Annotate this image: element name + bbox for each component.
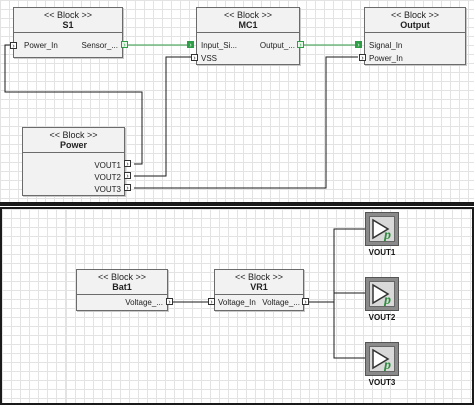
port-arrow-icon[interactable]: › xyxy=(208,298,215,306)
wire-vout1-to-s1 xyxy=(4,44,143,165)
port-arrow-icon[interactable]: › xyxy=(302,298,309,306)
probe-label: VOUT3 xyxy=(368,378,396,387)
block-mc1[interactable]: << Block >> MC1 Input_Si... VSS Output_.… xyxy=(196,7,300,65)
wire-vout2-to-mc1 xyxy=(134,56,192,177)
block-stereotype: << Block >> xyxy=(223,10,273,20)
block-name: Output xyxy=(400,20,430,30)
probe-triangle-icon: p xyxy=(372,218,391,243)
port-arrow-icon[interactable]: › xyxy=(124,184,131,192)
probe-label: VOUT1 xyxy=(368,248,396,257)
port-vout2[interactable]: VOUT2 xyxy=(94,173,121,182)
probe-vout2[interactable]: p xyxy=(365,277,399,311)
wire-vr1-to-vout1 xyxy=(305,228,366,303)
block-name: S1 xyxy=(62,20,74,30)
block-stereotype: << Block >> xyxy=(97,272,147,282)
probe-vout1[interactable]: p xyxy=(365,212,399,246)
probe-triangle-icon: p xyxy=(372,348,391,373)
probe-p-icon: p xyxy=(369,346,395,373)
probe-letter: p xyxy=(383,358,391,371)
block-bat1[interactable]: << Block >> Bat1 Voltage_... xyxy=(76,269,168,311)
port-voltage-out[interactable]: Voltage_... xyxy=(125,298,163,307)
block-vr1[interactable]: << Block >> VR1 Voltage_In Voltage_... xyxy=(214,269,304,311)
block-s1[interactable]: << Block >> S1 Power_In Sensor_... xyxy=(13,7,123,58)
port-power-in[interactable]: Power_In xyxy=(24,41,58,50)
probe-vout3[interactable]: p xyxy=(365,342,399,376)
port-arrow-icon[interactable]: › xyxy=(297,41,304,49)
port-arrow-icon[interactable]: › xyxy=(166,298,173,306)
wire-vr1-to-vout3 xyxy=(333,302,366,359)
block-output[interactable]: << Block >> Output Signal_In Power_In xyxy=(364,7,466,65)
port-vss[interactable]: VSS xyxy=(201,54,218,63)
block-name: VR1 xyxy=(250,282,268,292)
probe-p-icon: p xyxy=(369,281,395,308)
wire-vout3-to-output xyxy=(134,56,358,189)
port-power-in[interactable]: Power_In xyxy=(369,54,403,63)
block-stereotype: << Block >> xyxy=(49,130,98,140)
block-stereotype: << Block >> xyxy=(390,10,440,20)
bottom-connections xyxy=(172,228,366,359)
panel-divider xyxy=(0,202,474,206)
port-sensor[interactable]: Sensor_... xyxy=(81,41,118,50)
port-arrow-icon[interactable]: › xyxy=(124,172,131,180)
port-vout1[interactable]: VOUT1 xyxy=(94,161,121,170)
port-vout3[interactable]: VOUT3 xyxy=(94,185,121,194)
block-stereotype: << Block >> xyxy=(43,10,93,20)
probe-letter: p xyxy=(383,228,391,241)
port-input-signal[interactable]: Input_Si... xyxy=(201,41,238,50)
block-power[interactable]: << Block >> Power VOUT1 VOUT2 VOUT3 xyxy=(22,127,125,196)
block-name: Power xyxy=(59,140,87,150)
port-arrow-icon[interactable]: › xyxy=(191,54,198,62)
port-signal-in[interactable]: Signal_In xyxy=(369,41,403,50)
probe-triangle-icon: p xyxy=(372,283,391,308)
port-arrow-icon[interactable]: › xyxy=(124,160,131,168)
bottom-diagram-canvas[interactable]: << Block >> Bat1 Voltage_... › << Block … xyxy=(0,207,474,405)
probe-letter: p xyxy=(383,293,391,306)
block-name: Bat1 xyxy=(112,282,132,292)
probe-p-icon: p xyxy=(369,216,395,243)
top-connections xyxy=(4,44,358,189)
port-arrow-icon[interactable]: › xyxy=(355,41,362,49)
top-diagram-canvas[interactable]: << Block >> S1 Power_In Sensor_... › › <… xyxy=(0,0,474,203)
port-arrow-icon[interactable]: › xyxy=(121,41,128,49)
block-stereotype: << Block >> xyxy=(234,272,284,282)
port-arrow-icon[interactable]: › xyxy=(10,42,17,50)
probe-label: VOUT2 xyxy=(368,313,396,322)
port-voltage-out[interactable]: Voltage_... xyxy=(262,298,300,307)
block-name: MC1 xyxy=(238,20,258,30)
port-voltage-in[interactable]: Voltage_In xyxy=(218,298,256,307)
port-output[interactable]: Output_... xyxy=(259,41,295,50)
port-arrow-icon[interactable]: › xyxy=(359,54,366,62)
port-arrow-icon[interactable]: › xyxy=(187,41,194,49)
